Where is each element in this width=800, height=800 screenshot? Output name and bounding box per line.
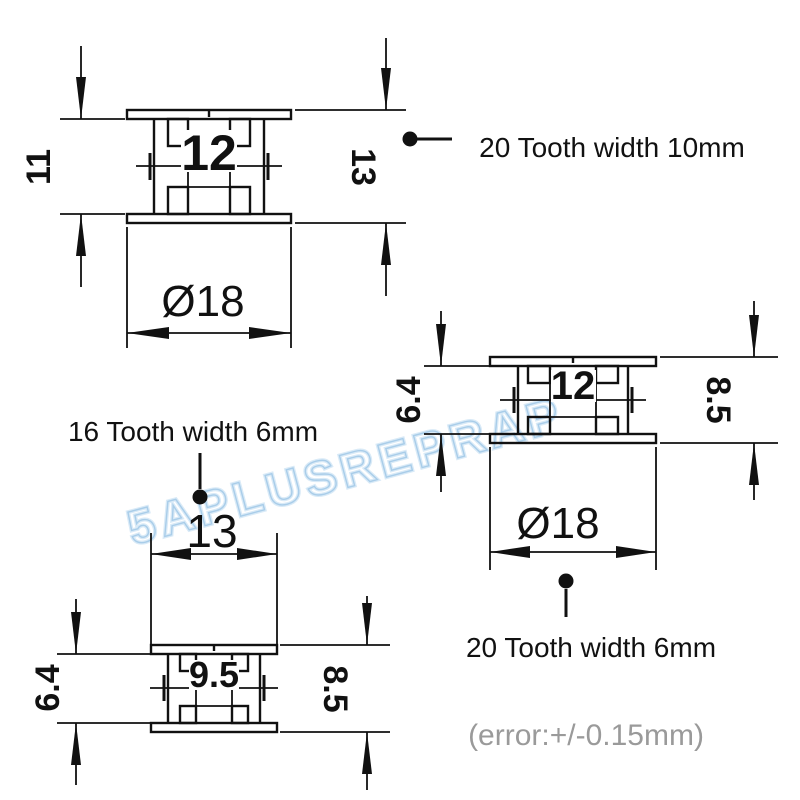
callout-20t-10mm: 20 Tooth width 10mm [402,131,745,163]
callout-dot [558,573,574,589]
dim-flange-od: Ø18 [489,447,657,570]
dim-value-flange-od-1: Ø18 [161,277,244,326]
dim-tooth-od: 12 [136,125,282,181]
dim-inner-width: 6.4 [390,311,518,492]
dim-flange-od: 13 [150,505,278,645]
dim-flange-od: Ø18 [126,227,292,348]
dim-value-tooth-od-1: 12 [181,125,237,181]
callout-label-20t-6mm: 20 Tooth width 6mm [466,632,716,663]
tolerance-note: (error:+/-0.15mm) [468,719,704,752]
dim-value-overall-width-1: 13 [344,148,382,186]
drawing-20t-6mm: 12 6.4 8.5 Ø18 [390,301,778,663]
dim-inner-width: 6.4 [29,599,168,785]
callout-20t-6mm: 20 Tooth width 6mm [466,573,716,663]
dim-value-flange-od-2: Ø18 [516,499,599,548]
dim-value-overall-width-2: 8.5 [699,376,737,423]
callout-dot [192,489,208,505]
callout-label-20t-10mm: 20 Tooth width 10mm [479,132,745,163]
dim-overall-width: 8.5 [280,596,390,790]
dim-value-inner-width-3: 6.4 [29,664,67,711]
dim-value-overall-width-3: 8.5 [316,665,354,712]
dim-value-inner-width-2: 6.4 [390,376,428,423]
dim-tooth-od: 12 [500,364,646,413]
dim-inner-width: 11 [20,46,125,287]
dim-value-tooth-od-2: 12 [551,364,596,408]
dim-overall-width: 13 [295,38,406,296]
dim-tooth-od: 9.5 [150,654,278,701]
drawing-16t-6mm: 9.5 13 6.4 8.5 16 [29,416,390,790]
callout-16t-6mm: 16 Tooth width 6mm [68,416,318,505]
pulley-outline [488,355,658,445]
callout-dot [402,131,418,147]
callout-label-16t-6mm: 16 Tooth width 6mm [68,416,318,447]
dim-value-flange-od-3: 13 [186,505,237,557]
dim-value-inner-width-1: 11 [20,149,58,185]
drawing-20t-10mm: 12 11 13 Ø18 [20,38,745,348]
dim-value-tooth-od-3: 9.5 [189,654,239,695]
dim-overall-width: 8.5 [660,301,778,500]
